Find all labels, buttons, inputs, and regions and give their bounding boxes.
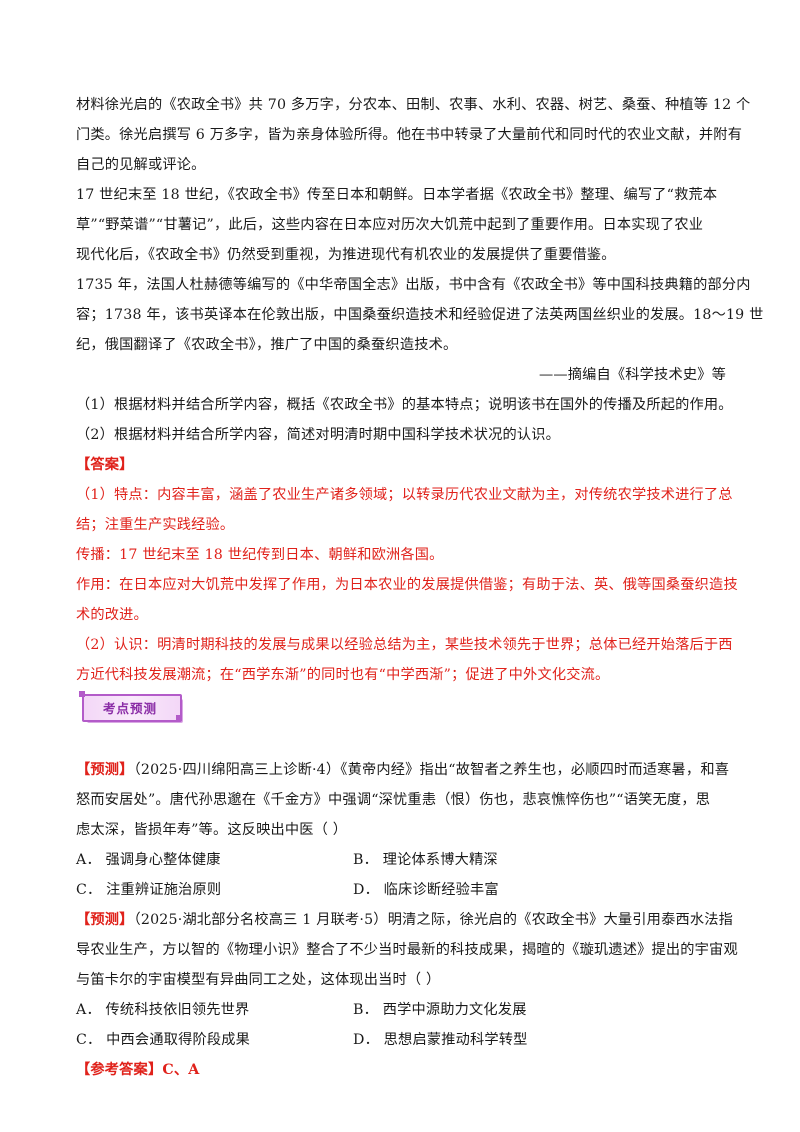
option-d: D． 临床诊断经验丰富	[353, 882, 499, 898]
material-line: 17 世纪末至 18 世纪，《农政全书》传至日本和朝鲜。日本学者据《农政全书》整…	[76, 187, 718, 203]
option-c: C． 中西会通取得阶段成果	[76, 1032, 251, 1048]
material-line: 现代化后，《农政全书》仍然受到重视，为推进现代有机农业的发展提供了重要借鉴。	[76, 247, 616, 263]
answer-label: 【答案】	[76, 457, 134, 473]
reference-label: 【参考答案】	[76, 1062, 163, 1078]
badge-corner	[176, 715, 182, 721]
option-b: B． 理论体系博大精深	[353, 852, 498, 868]
prediction-2-line: 导农业生产，方以智的《物理小识》整合了不少当时最新的科技成果，揭暄的《璇玑遗述》…	[76, 942, 738, 958]
material-line: 容；1738 年，该书英译本在伦敦出版，中国桑蚕织造技术和经验促进了法英两国丝织…	[76, 307, 764, 323]
prediction-tag: 【预测】	[76, 912, 134, 928]
option-a: A． 传统科技依旧领先世界	[76, 1002, 250, 1018]
answer-line: 方近代科技发展潮流；在“西学东渐”的同时也有“中学西渐”；促进了中外文化交流。	[76, 667, 610, 683]
badge-label: 考点预测	[102, 701, 157, 716]
material-line: 1735 年，法国人杜赫德等编写的《中华帝国全志》出版，书中含有《农政全书》等中…	[76, 277, 751, 293]
badge-corner	[79, 691, 85, 697]
answer-line: 传播：17 世纪末至 18 世纪传到日本、朝鲜和欧洲各国。	[76, 547, 444, 563]
question-2: （2）根据材料并结合所学内容，简述对明清时期中国科学技术状况的认识。	[76, 427, 561, 443]
answer-line: 结；注重生产实践经验。	[76, 517, 235, 533]
prediction-1-line: 【预测】（2025·四川绵阳高三上诊断·4）《黄帝内经》指出“故智者之养生也，必…	[76, 760, 729, 780]
option-c: C． 注重辨证施治原则	[76, 882, 222, 898]
option-b: B． 西学中源助力文化发展	[353, 1002, 527, 1018]
prediction-2-line: 与笛卡尔的宇宙模型有异曲同工之处，这体现出当时（ ）	[76, 972, 441, 988]
prediction-2-text: （2025·湖北部分名校高三 1 月联考·5）明清之际，徐光启的《农政全书》大量…	[133, 912, 734, 928]
answer-line: 术的改进。	[76, 607, 148, 623]
section-badge: 考点预测	[79, 690, 187, 724]
option-d: D． 思想启蒙推动科学转型	[353, 1032, 528, 1048]
material-line: 草”“野菜谱”“甘薯记”，此后，这些内容在日本应对历次大饥荒中起到了重要作用。日…	[76, 217, 704, 233]
material-line: 自己的见解或评论。	[76, 157, 206, 173]
material-line: 纪，俄国翻译了《农政全书》，推广了中国的桑蚕织造技术。	[76, 337, 458, 353]
material-line: 材料徐光启的《农政全书》共 70 多万字，分农本、田制、农事、水利、农器、树艺、…	[76, 97, 751, 113]
prediction-1-line: 虑太深，皆损年寿”等。这反映出中医（ ）	[76, 822, 348, 838]
answer-line: 作用：在日本应对大饥荒中发挥了作用，为日本农业的发展提供借鉴；有助于法、英、俄等…	[76, 577, 738, 593]
answer-line: （2）认识：明清时期科技的发展与成果以经验总结为主，某些技术领先于世界；总体已经…	[76, 637, 733, 653]
option-a: A． 强调身心整体健康	[76, 852, 221, 868]
question-1: （1）根据材料并结合所学内容，概括《农政全书》的基本特点；说明该书在国外的传播及…	[76, 397, 733, 413]
answer-line: （1）特点：内容丰富，涵盖了农业生产诸多领域；以转录历代农业文献为主，对传统农学…	[76, 487, 733, 503]
reference-answer: 【参考答案】C、A	[76, 1060, 199, 1080]
material-source: ——摘编自《科学技术史》等	[538, 367, 726, 383]
prediction-2-line: 【预测】（2025·湖北部分名校高三 1 月联考·5）明清之际，徐光启的《农政全…	[76, 910, 733, 930]
prediction-tag: 【预测】	[76, 762, 134, 778]
prediction-1-line: 怒而安居处”。唐代孙思邈在《千金方》中强调“深忧重恚（恨）伤也，悲哀憔悴伤也”“…	[76, 792, 711, 808]
badge-box	[82, 694, 182, 722]
prediction-1-text: （2025·四川绵阳高三上诊断·4）《黄帝内经》指出“故智者之养生也，必顺四时而…	[133, 762, 730, 778]
material-line: 门类。徐光启撰写 6 万多字，皆为亲身体验所得。他在书中转录了大量前代和同时代的…	[76, 127, 743, 143]
reference-value: C、A	[162, 1062, 200, 1078]
